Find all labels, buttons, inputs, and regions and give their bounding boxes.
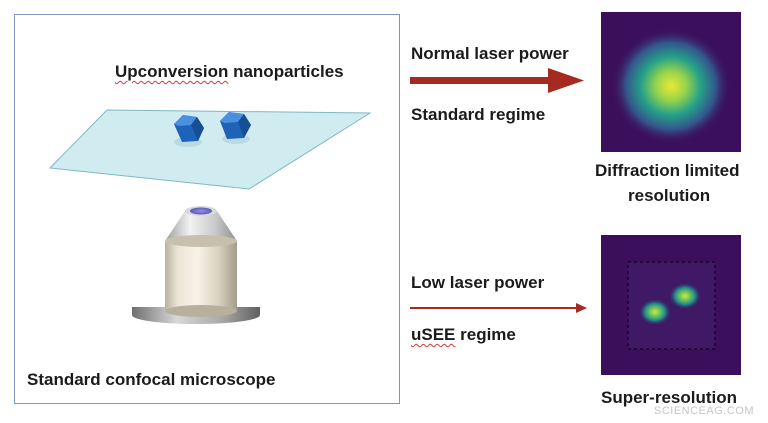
diffraction-limited-image (601, 12, 741, 152)
watermark: SCIENCEAG.COM (653, 405, 754, 417)
nanoparticles-label: Upconversion nanoparticles (115, 62, 344, 81)
nanoparticle-2 (220, 112, 251, 144)
diffraction-limited-label: Diffraction limited (595, 161, 740, 180)
microscope-label: Standard confocal microscope (27, 370, 276, 389)
normal-power-label: Normal laser power (411, 44, 569, 63)
low-power-label: Low laser power (411, 273, 545, 292)
glass-slide (48, 109, 372, 190)
usee-regime-label: uSEE regime (411, 325, 516, 344)
microscope-objective (132, 206, 260, 324)
standard-regime-label: Standard regime (411, 105, 546, 124)
super-resolution-image (601, 235, 741, 375)
low-power-arrow (410, 303, 587, 313)
super-resolution-label: Super-resolution (601, 388, 738, 407)
normal-power-arrow (410, 68, 584, 93)
nanoparticle-1 (174, 115, 204, 147)
setup-panel: Upconversion nanoparticles Standard conf… (14, 14, 400, 404)
resolution-label: resolution (628, 186, 711, 205)
setup-illustration (48, 109, 372, 324)
